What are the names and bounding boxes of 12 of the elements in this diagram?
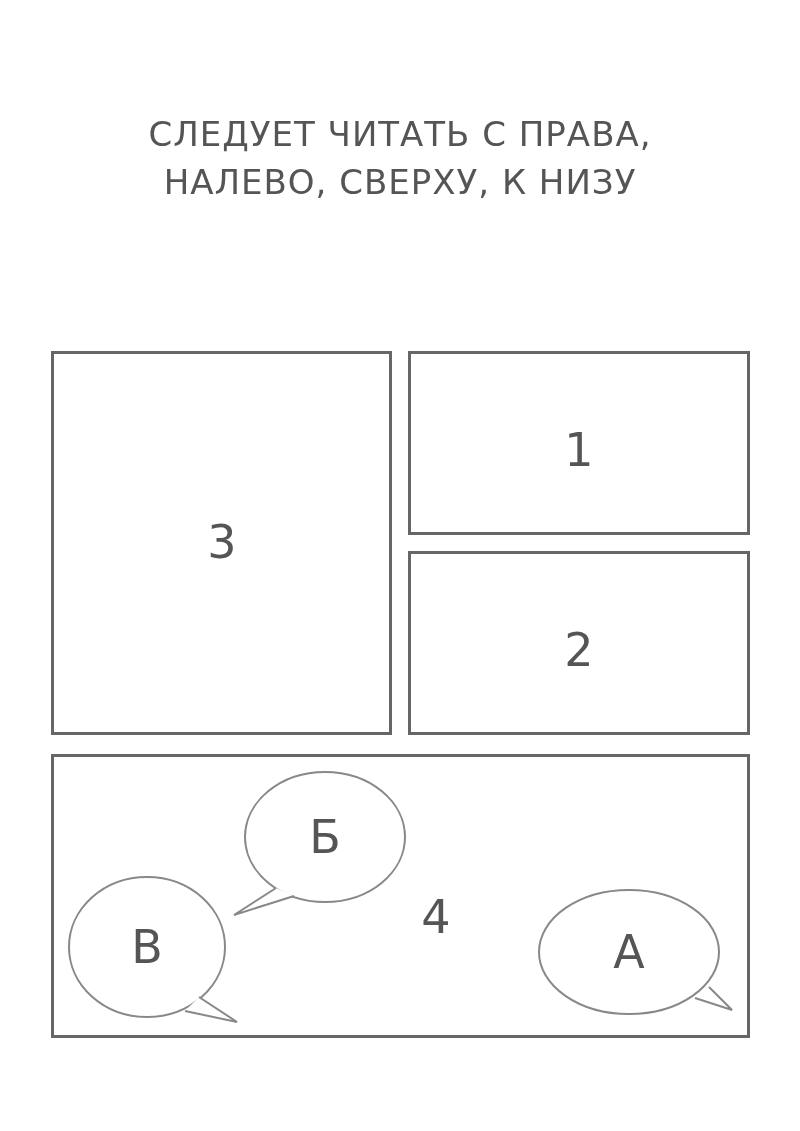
bubble-letter: В [131,924,163,970]
panel-number: 1 [564,427,594,473]
panel-number: 2 [564,627,594,673]
comic-panel [408,351,750,535]
bubble-letter: А [613,929,645,975]
panel-number: 3 [207,519,237,565]
bubble-letter: Б [309,814,341,860]
comic-panel [408,551,750,735]
comic-panel [51,351,392,735]
panel-number: 4 [421,894,451,940]
comic-panel [51,754,750,1038]
title: СЛЕДУЕТ ЧИТАТЬ С ПРАВА, НАЛЕВО, СВЕРХУ, К НИЗУ [147,113,653,204]
